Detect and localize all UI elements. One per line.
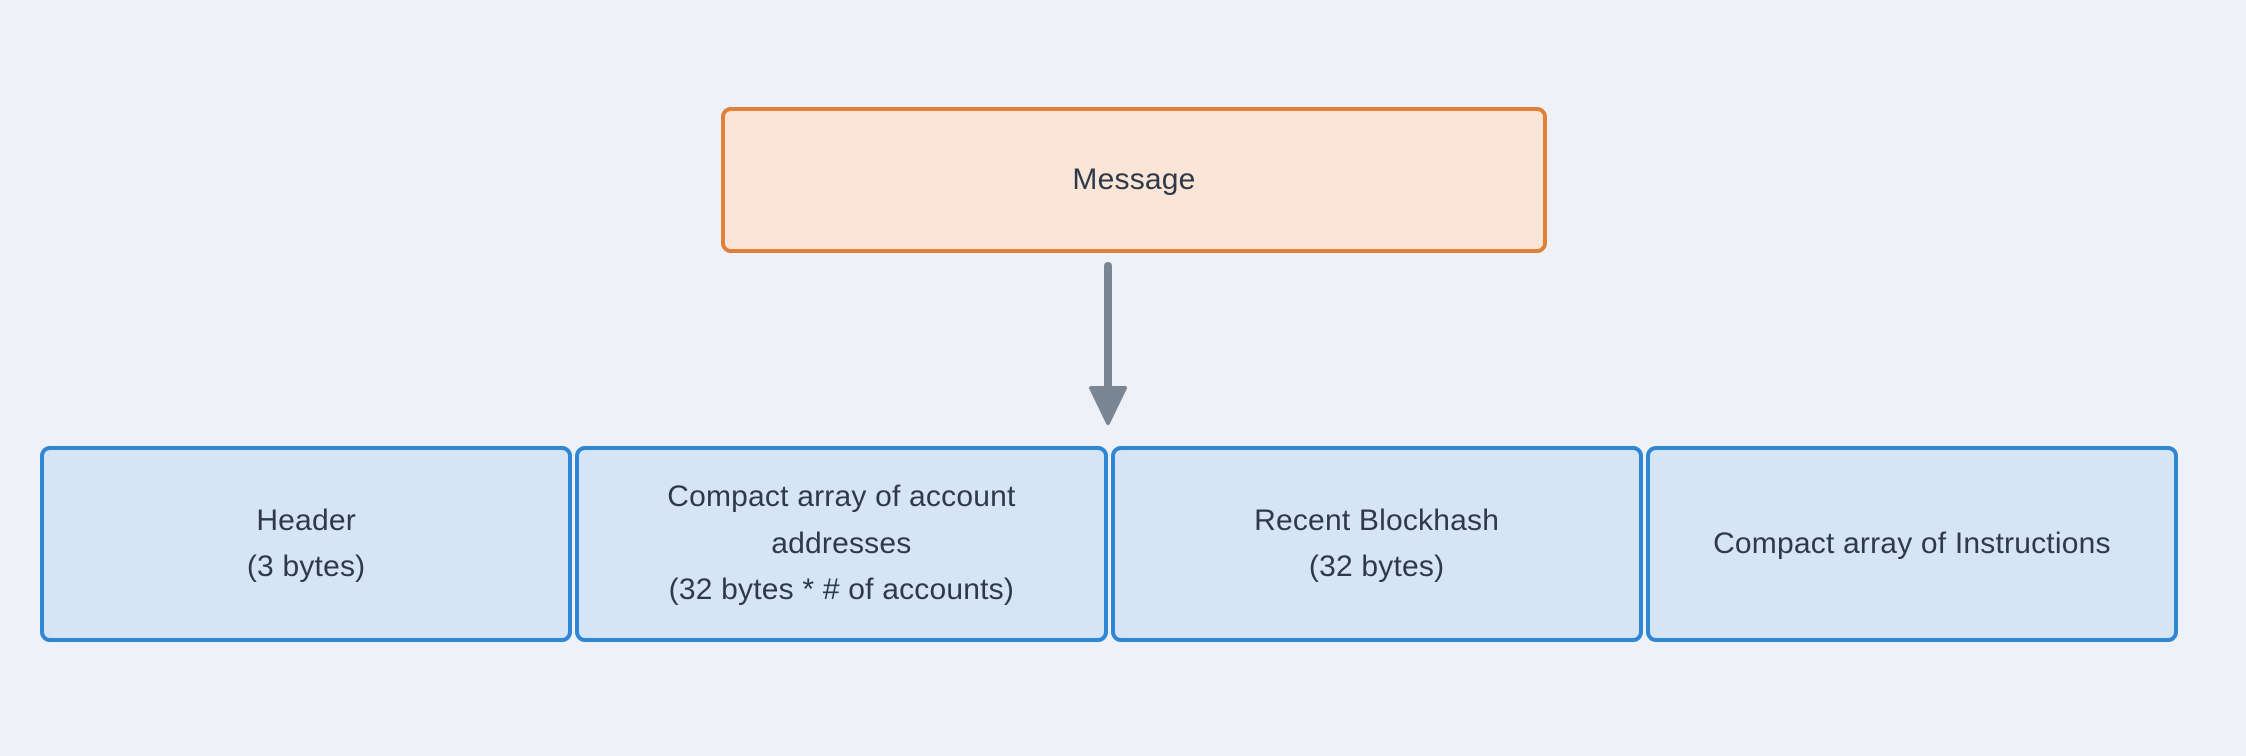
node-recent-blockhash: Recent Blockhash (32 bytes) <box>1110 446 1643 642</box>
node-account-addresses: Compact array of account addresses (32 b… <box>575 446 1108 642</box>
message-fields-row: Header (3 bytes) Compact array of accoun… <box>40 446 2178 642</box>
node-message: Message <box>721 107 1547 253</box>
node-recent-blockhash-label: Recent Blockhash (32 bytes) <box>1254 503 1500 584</box>
node-account-addresses-label: Compact array of account addresses (32 b… <box>667 480 1016 607</box>
node-instructions-label: Compact array of Instructions <box>1713 526 2111 560</box>
node-message-label: Message <box>1072 162 1196 196</box>
node-header-label: Header (3 bytes) <box>246 503 366 584</box>
node-header: Header (3 bytes) <box>40 446 573 642</box>
arrow-down-icon <box>1089 262 1127 425</box>
node-instructions: Compact array of Instructions <box>1645 446 2178 642</box>
